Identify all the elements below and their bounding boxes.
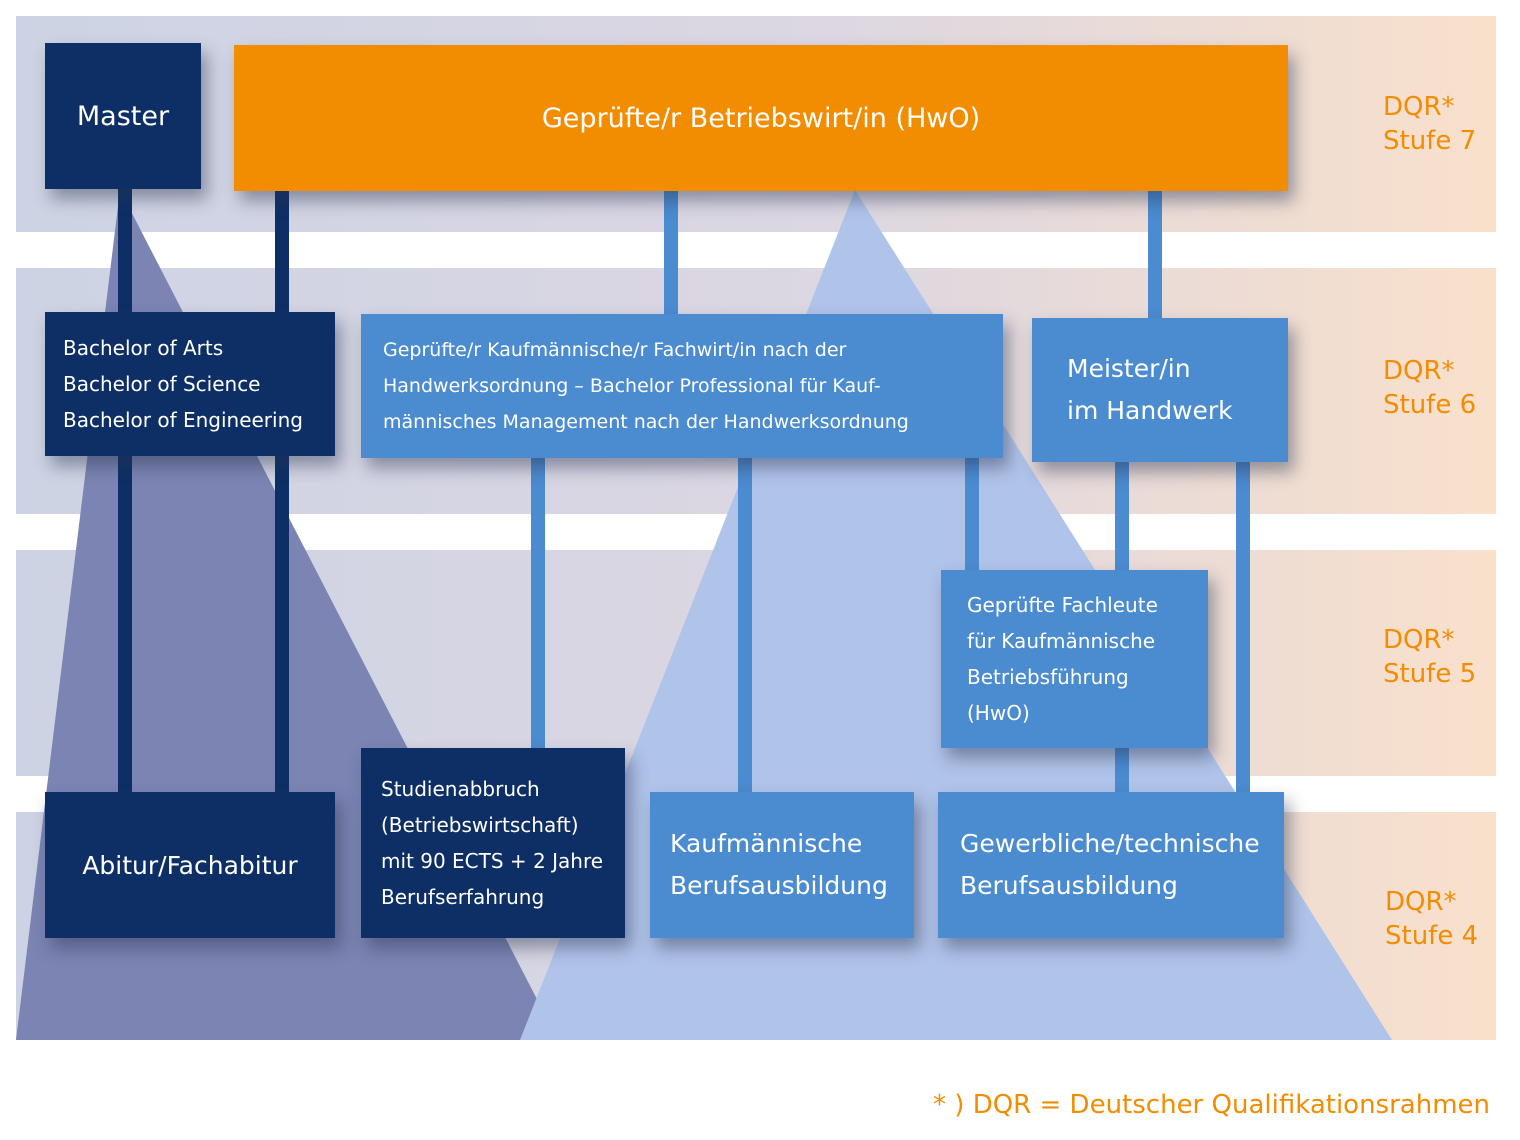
kaufmaennisch-line: Kaufmännische — [670, 829, 863, 858]
fachleute-line: (HwO) — [967, 701, 1030, 725]
abitur-box: Abitur/Fachabitur — [45, 792, 335, 938]
meister-line: Meister/in — [1067, 354, 1191, 383]
fachleute-line: für Kaufmännische — [967, 629, 1156, 653]
gewerblich-line: Berufsausbildung — [960, 871, 1178, 900]
connector-line — [1115, 744, 1129, 796]
bachelor-line: Bachelor of Science — [63, 372, 261, 396]
bachelor-line: Bachelor of Arts — [63, 336, 224, 360]
connector-line — [664, 190, 678, 318]
connector-line — [531, 456, 545, 752]
studienabbruch-line: Studienabbruch — [381, 777, 540, 801]
dqr-level-7: DQR* Stufe 7 — [1383, 90, 1476, 158]
betriebswirt-label: Geprüfte/r Betriebswirt/in (HwO) — [541, 102, 981, 134]
footnote: * ) DQR = Deutscher Qualifikationsrahmen — [933, 1090, 1490, 1120]
betriebswirt-box: Geprüfte/r Betriebswirt/in (HwO) — [234, 45, 1288, 191]
studienabbruch-line: mit 90 ECTS + 2 Jahre — [381, 849, 604, 873]
dqr-level-5: DQR* Stufe 5 — [1383, 623, 1476, 691]
master-box: Master — [45, 43, 201, 189]
dqr-prefix: DQR* — [1383, 356, 1455, 386]
bachelor-box: Bachelor of Arts Bachelor of Science Bac… — [45, 312, 335, 456]
connector-line — [275, 454, 289, 796]
connector-line — [1148, 190, 1162, 320]
dqr-prefix: DQR* — [1383, 625, 1455, 655]
studienabbruch-line: (Betriebswirtschaft) — [381, 813, 579, 837]
dqr-stufe: Stufe 4 — [1385, 921, 1479, 951]
dqr-prefix: DQR* — [1385, 887, 1457, 917]
kaufmaennisch-line: Berufsausbildung — [670, 871, 888, 900]
fachwirt-line: Handwerksordnung – Bachelor Professional… — [383, 375, 881, 397]
dqr-stufe: Stufe 5 — [1383, 659, 1477, 689]
master-label: Master — [76, 100, 170, 132]
dqr-prefix: DQR* — [1383, 92, 1455, 122]
dqr-level-4: DQR* Stufe 4 — [1385, 885, 1478, 953]
connector-line — [1236, 458, 1250, 796]
dqr-stufe: Stufe 7 — [1383, 126, 1477, 156]
gewerblich-line: Gewerbliche/technische — [960, 829, 1260, 858]
connector-line — [738, 456, 752, 796]
connector-line — [118, 454, 132, 796]
connector-line — [965, 456, 979, 574]
dqr-stufe: Stufe 6 — [1383, 390, 1477, 420]
meister-box: Meister/in im Handwerk — [1032, 318, 1288, 462]
meister-line: im Handwerk — [1067, 396, 1233, 425]
connector-line — [118, 188, 132, 314]
studienabbruch-line: Berufserfahrung — [381, 885, 545, 909]
fachwirt-line: männisches Management nach der Handwerks… — [383, 411, 909, 433]
fachleute-line: Geprüfte Fachleute — [967, 593, 1158, 617]
fachwirt-box: Geprüfte/r Kaufmännische/r Fachwirt/in n… — [361, 314, 1003, 458]
connector-line — [1115, 458, 1129, 574]
bachelor-line: Bachelor of Engineering — [63, 408, 303, 432]
connector-line — [275, 190, 289, 314]
studienabbruch-box: Studienabbruch (Betriebswirtschaft) mit … — [361, 748, 625, 938]
fachwirt-line: Geprüfte/r Kaufmännische/r Fachwirt/in n… — [383, 339, 847, 361]
fachleute-box: Geprüfte Fachleute für Kaufmännische Bet… — [941, 570, 1208, 748]
fachleute-line: Betriebsführung — [967, 665, 1129, 689]
gewerblich-box: Gewerbliche/technische Berufsausbildung — [938, 792, 1284, 938]
kaufmaennisch-box: Kaufmännische Berufsausbildung — [650, 792, 914, 938]
abitur-label: Abitur/Fachabitur — [82, 850, 298, 880]
dqr-level-6: DQR* Stufe 6 — [1383, 354, 1476, 422]
